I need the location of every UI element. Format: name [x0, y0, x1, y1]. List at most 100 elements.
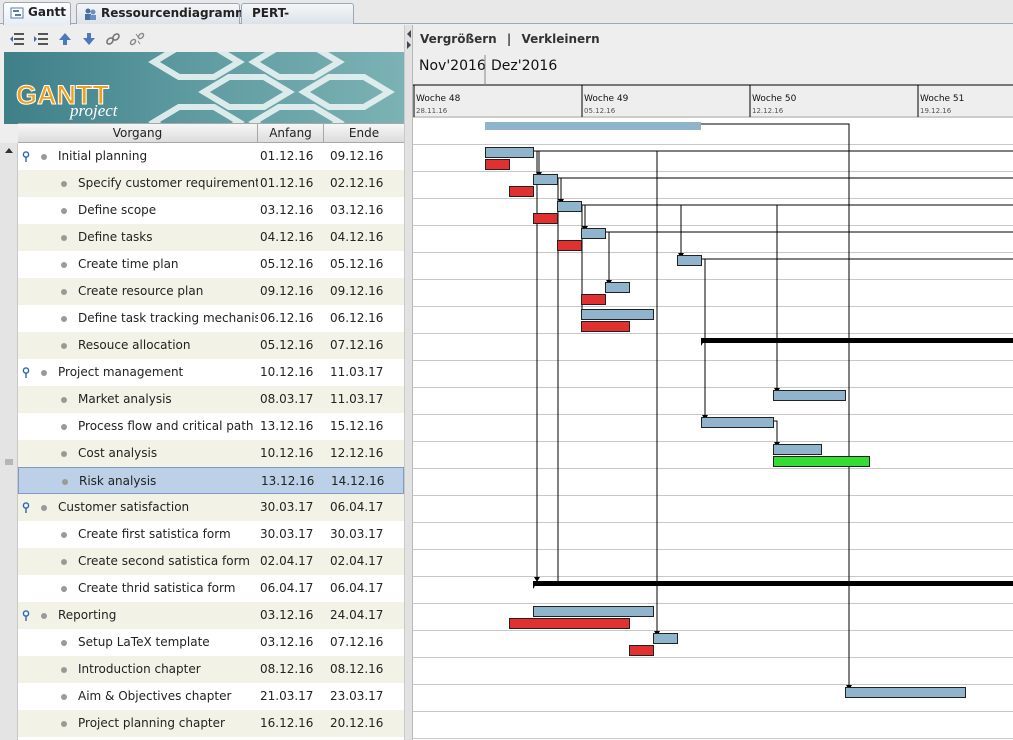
arrow-down-icon[interactable] — [81, 31, 97, 47]
task-name: Create first satistica form — [78, 527, 231, 541]
summary-bar-end[interactable] — [701, 338, 706, 346]
arrow-up-icon[interactable] — [57, 31, 73, 47]
scroll-up-arrow-icon[interactable] — [0, 143, 18, 159]
column-header-vorgang[interactable]: Vorgang — [18, 124, 258, 143]
task-bar[interactable] — [677, 255, 702, 266]
unlink-icon[interactable] — [129, 31, 145, 47]
baseline-bar[interactable] — [533, 213, 558, 224]
task-start: 10.12.16 — [260, 365, 314, 379]
task-name: Define task tracking mechanism — [78, 311, 258, 325]
task-end: 06.04.17 — [330, 500, 384, 514]
grip-icon[interactable] — [0, 458, 18, 468]
dependency-line[interactable] — [701, 258, 706, 420]
baseline-bar[interactable] — [557, 240, 582, 251]
task-row[interactable]: Market analysis chapter27.03.1729.03.17 — [18, 737, 404, 740]
task-name: Initial planning — [58, 149, 148, 163]
baseline-bar[interactable] — [581, 321, 630, 332]
zoom-out-link[interactable]: Verkleinern — [521, 32, 600, 46]
baseline-bar[interactable] — [509, 618, 630, 629]
task-end: 07.12.16 — [330, 635, 384, 649]
task-bar[interactable] — [773, 390, 846, 401]
task-end: 04.12.16 — [330, 230, 384, 244]
tab-ressourcendiagramm[interactable]: Ressourcendiagramm — [76, 3, 248, 24]
panel-splitter[interactable] — [405, 25, 413, 740]
expand-toggle-icon[interactable] — [22, 502, 30, 514]
dependency-arrow[interactable] — [534, 577, 540, 582]
unindent-icon[interactable] — [9, 31, 25, 47]
link-icon[interactable] — [105, 31, 121, 47]
dependency-line[interactable] — [605, 231, 610, 285]
task-name: Specify customer requirements — [78, 176, 258, 190]
task-bar[interactable] — [653, 633, 678, 644]
task-bullet-icon — [61, 532, 67, 538]
expand-toggle-icon[interactable] — [22, 367, 30, 379]
tab-label: Gantt — [28, 5, 66, 19]
task-bar[interactable] — [533, 174, 558, 185]
task-bullet-icon — [61, 397, 67, 403]
indent-icon[interactable] — [33, 31, 49, 47]
baseline-bar[interactable] — [509, 186, 534, 197]
baseline-bar[interactable] — [773, 456, 870, 467]
expand-toggle-icon[interactable] — [22, 610, 30, 622]
task-bar[interactable] — [845, 687, 966, 698]
dependency-line[interactable] — [701, 123, 850, 690]
tab-gantt[interactable]: Gantt — [3, 2, 71, 25]
task-bar[interactable] — [533, 606, 654, 617]
task-start: 30.03.17 — [260, 527, 314, 541]
baseline-bar[interactable] — [629, 645, 654, 656]
column-header-anfang[interactable]: Anfang — [258, 124, 324, 143]
vertical-scrollbar[interactable] — [0, 143, 18, 740]
summary-bar-end[interactable] — [533, 581, 538, 589]
task-bar[interactable] — [605, 282, 630, 293]
summary-bar[interactable] — [533, 581, 1013, 586]
task-name: Project management — [58, 365, 184, 379]
task-bar[interactable] — [557, 201, 582, 212]
task-bar[interactable] — [773, 444, 822, 455]
task-bar[interactable] — [581, 228, 606, 239]
task-start: 13.12.16 — [260, 419, 314, 433]
baseline-bar[interactable] — [485, 159, 510, 170]
collapse-arrows-icon[interactable] — [405, 25, 413, 55]
baseline-bar[interactable] — [581, 294, 606, 305]
dependency-line[interactable] — [773, 420, 778, 447]
expand-toggle-icon[interactable] — [22, 151, 30, 163]
task-bar[interactable] — [581, 309, 654, 320]
tab-pert-diagramm[interactable]: PERT-Diagramm — [241, 3, 354, 39]
dependency-line[interactable] — [581, 204, 778, 393]
resource-icon — [85, 8, 96, 20]
dependency-line[interactable] — [533, 150, 658, 636]
summary-bar[interactable] — [701, 338, 1013, 343]
column-header-ende[interactable]: Ende — [348, 126, 380, 140]
project-span-bar[interactable] — [485, 122, 701, 130]
task-end: 09.12.16 — [330, 284, 384, 298]
task-bar[interactable] — [701, 417, 774, 428]
task-bar[interactable] — [485, 147, 534, 158]
zoom-in-link[interactable]: Vergrößern — [420, 32, 497, 46]
task-name: Cost analysis — [78, 446, 158, 460]
task-bullet-icon — [61, 289, 67, 295]
gantt-chart[interactable]: Vergrößern | Verkleinern Nov'2016 Dez'20… — [413, 25, 1013, 740]
gantt-bars-canvas[interactable] — [413, 25, 1013, 740]
